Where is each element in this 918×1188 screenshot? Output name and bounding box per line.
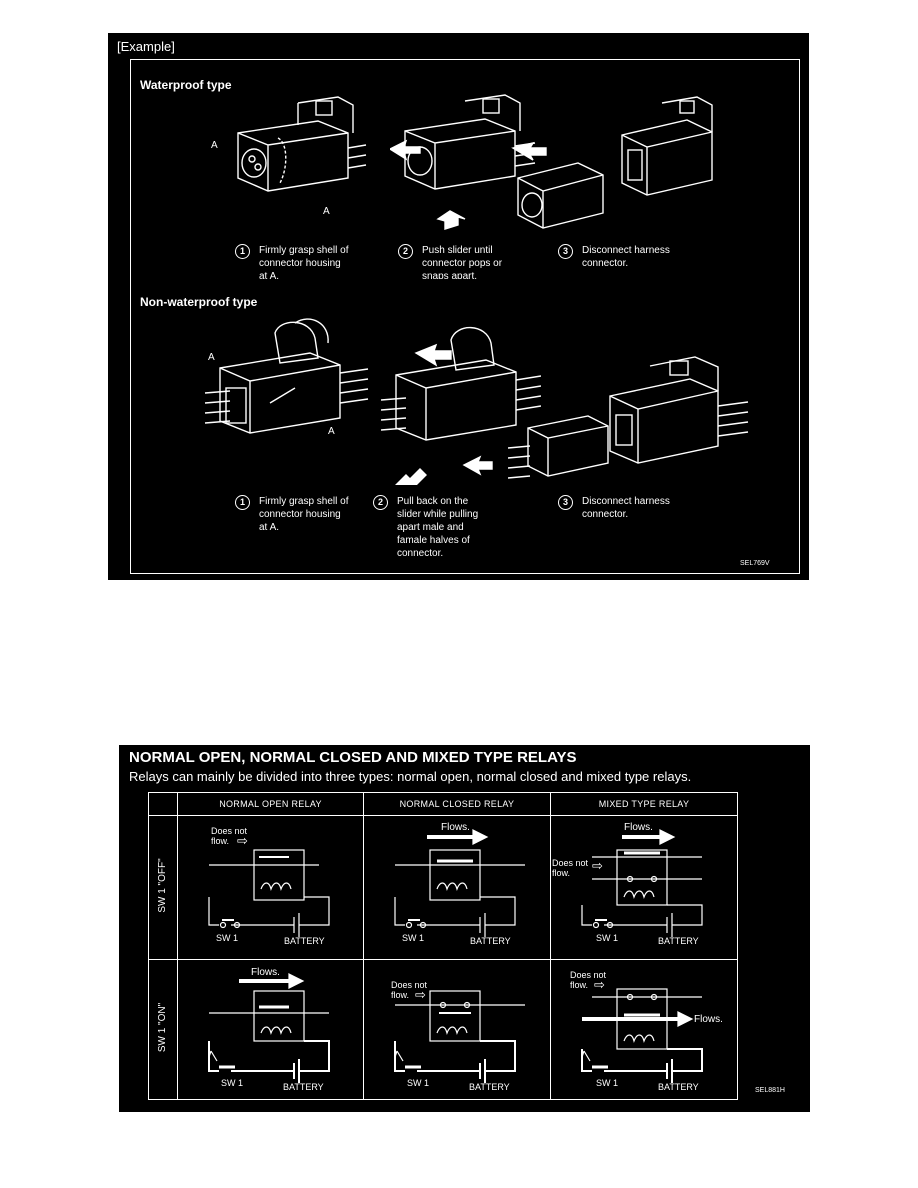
sw1-label: SW 1 — [596, 933, 619, 943]
non-waterproof-heading: Non-waterproof type — [140, 295, 258, 309]
step-text-line: at A. — [259, 271, 280, 282]
flows-label: Flows. — [441, 822, 470, 833]
step-number-badge: 3 — [558, 495, 573, 510]
flow-label: flow. — [211, 836, 230, 846]
waterproof-connector-illustration-4 — [612, 95, 722, 215]
sw1-label: SW 1 — [596, 1078, 619, 1088]
relay-figure-code: SEL881H — [755, 1087, 785, 1094]
does-not-label: Does not — [211, 826, 248, 836]
step-text-line: Disconnect harness — [582, 245, 670, 256]
sw1-label: SW 1 — [221, 1078, 244, 1088]
outline-arrow-icon: ⇨ — [415, 987, 426, 1002]
sw1-label: SW 1 — [402, 933, 425, 943]
relay-table-hline — [148, 959, 737, 960]
relay-table-vline — [550, 792, 551, 1099]
callout-a-top: A — [208, 352, 215, 363]
relay-table-vline — [363, 792, 364, 1099]
relay-table — [148, 792, 738, 1100]
step-text-line: slider while pulling — [397, 509, 479, 520]
connector-figure-frame — [130, 59, 800, 574]
step-number-badge: 2 — [373, 495, 388, 510]
step-text-line: Disconnect harness — [582, 496, 670, 507]
does-not-label: Does not — [570, 970, 607, 980]
relay-diagram-normal-closed-off: Flows. SW 1 BATTERY — [365, 817, 549, 959]
relay-table-vline — [177, 792, 178, 1099]
step-number-badge: 3 — [558, 244, 573, 259]
relay-table-hline — [148, 815, 737, 816]
step-text-line: apart male and — [397, 522, 464, 533]
sw1-label: SW 1 — [216, 933, 239, 943]
flow-label: flow. — [552, 868, 571, 878]
relay-title: NORMAL OPEN, NORMAL CLOSED AND MIXED TYP… — [129, 749, 577, 766]
flows-label: Flows. — [694, 1014, 723, 1025]
flow-label: flow. — [391, 990, 410, 1000]
battery-label: BATTERY — [284, 936, 325, 946]
flow-label: flow. — [570, 980, 589, 990]
row-header-sw-on: SW 1 "ON" — [157, 1002, 168, 1053]
relay-diagram-normal-open-off: Does not flow. ⇨ SW 1 BATTERY — [179, 817, 363, 959]
relay-figure-panel: NORMAL OPEN, NORMAL CLOSED AND MIXED TYP… — [119, 745, 810, 1112]
waterproof-heading: Waterproof type — [140, 78, 232, 92]
battery-label: BATTERY — [283, 1082, 324, 1092]
step-text-line: Push slider until — [422, 245, 493, 256]
battery-label: BATTERY — [470, 936, 511, 946]
column-header-normal-closed: NORMAL CLOSED RELAY — [399, 799, 515, 809]
step-text-line: at A. — [259, 522, 280, 533]
non-waterproof-connector-illustration-1: A A — [200, 313, 370, 453]
relay-diagram-mixed-off: Flows. Does not flow. ⇨ SW 1 BATTERY — [552, 817, 736, 959]
outline-arrow-icon: ⇨ — [237, 833, 248, 848]
step-text-line: connector. — [582, 258, 629, 269]
step-number-badge: 1 — [235, 244, 250, 259]
step-text-line: Pull back on the — [397, 496, 469, 507]
battery-label: BATTERY — [658, 936, 699, 946]
step-text-line: connector housing — [259, 258, 341, 269]
step-text-line: Firmly grasp shell of — [259, 245, 349, 256]
step-number-badge: 2 — [398, 244, 413, 259]
outline-arrow-icon: ⇨ — [592, 858, 603, 873]
waterproof-connector-illustration-3 — [508, 133, 618, 243]
connector-figure-panel: [Example] Waterproof type A A — [108, 33, 809, 580]
relay-diagram-normal-open-on: Flows. SW 1 BATTERY — [179, 961, 363, 1099]
step-text-line: connector. — [397, 548, 444, 559]
step-text-line: snaps apart. — [422, 271, 478, 279]
step-text-line: Firmly grasp shell of — [259, 496, 349, 507]
does-not-label: Does not — [391, 980, 428, 990]
waterproof-connector-illustration-2 — [390, 91, 550, 241]
flows-label: Flows. — [624, 822, 653, 833]
battery-label: BATTERY — [658, 1082, 699, 1092]
relay-diagram-normal-closed-on: Does not flow. ⇨ SW 1 BATTERY — [365, 961, 549, 1099]
relay-subtitle: Relays can mainly be divided into three … — [129, 769, 692, 784]
does-not-label: Does not — [552, 858, 589, 868]
column-header-mixed: MIXED TYPE RELAY — [598, 799, 690, 809]
outline-arrow-icon: ⇨ — [594, 977, 605, 992]
sw1-label: SW 1 — [407, 1078, 430, 1088]
waterproof-connector-illustration-1: A A — [211, 93, 368, 217]
step-text-line: connector. — [582, 509, 629, 520]
relay-diagram-mixed-on: Does not flow. ⇨ Flows. SW 1 BATTERY — [552, 961, 736, 1099]
column-header-normal-open: NORMAL OPEN RELAY — [219, 799, 322, 809]
step-number-badge: 1 — [235, 495, 250, 510]
non-waterproof-connector-illustration-4 — [600, 351, 750, 481]
callout-a-top: A — [211, 140, 218, 151]
non-waterproof-connector-illustration-3 — [508, 408, 618, 498]
step-text-line: famale halves of — [397, 535, 470, 546]
step-text-line: connector pops or — [422, 258, 503, 269]
non-waterproof-connector-illustration-2 — [376, 315, 541, 485]
connector-figure-code: SEL769V — [740, 560, 770, 567]
flows-label: Flows. — [251, 967, 280, 978]
step-text-line: connector housing — [259, 509, 341, 520]
battery-label: BATTERY — [469, 1082, 510, 1092]
callout-a-side: A — [328, 426, 335, 437]
callout-a-side: A — [323, 206, 330, 217]
example-label: [Example] — [117, 39, 175, 54]
row-header-sw-off: SW 1 "OFF" — [157, 858, 168, 913]
